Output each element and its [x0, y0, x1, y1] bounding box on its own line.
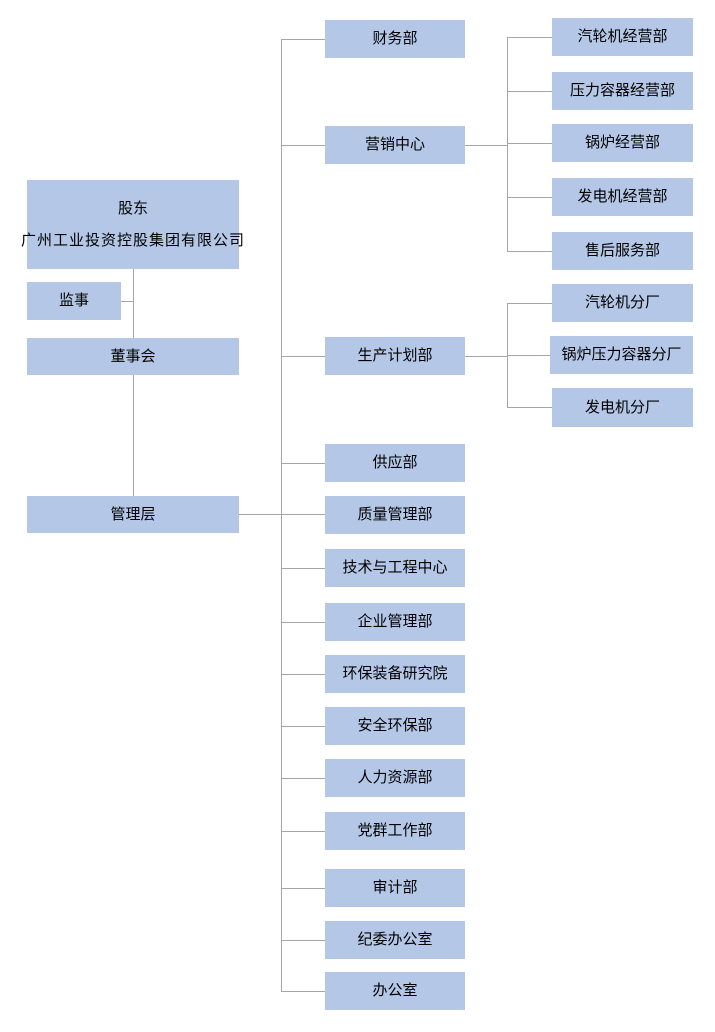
connector-stub-technology	[281, 568, 325, 569]
connector-stub-pressure-vessel-business	[507, 91, 552, 92]
node-steam-turbine-branch-factory: 汽轮机分厂	[552, 284, 693, 322]
shareholder-company-name: 广州工业投资控股集团有限公司	[21, 231, 246, 249]
node-production-planning-dept: 生产计划部	[325, 337, 465, 375]
connector-marketing-right	[465, 145, 507, 146]
pressure-vessel-business-label: 压力容器经营部	[569, 82, 675, 99]
node-supply-dept: 供应部	[325, 444, 465, 482]
connector-management-spine	[239, 514, 325, 515]
node-marketing-center: 营销中心	[325, 126, 465, 164]
connector-stub-generator-business	[507, 197, 552, 198]
connector-stub-boiler-business	[507, 143, 552, 144]
enterprise-management-label: 企业管理部	[357, 613, 433, 630]
node-generator-branch-factory: 发电机分厂	[552, 388, 693, 427]
node-board-of-directors: 董事会	[27, 338, 239, 375]
connector-board-management	[133, 375, 134, 496]
party-mass-work-label: 党群工作部	[357, 822, 433, 839]
connector-supervisor-stub	[121, 301, 133, 302]
general-office-label: 办公室	[372, 982, 418, 999]
node-finance-dept: 财务部	[325, 20, 465, 58]
connector-stub-audit	[281, 888, 325, 889]
connector-stub-after-sales	[507, 251, 552, 252]
after-sales-service-label: 售后服务部	[584, 242, 660, 259]
connector-stub-finance	[281, 39, 325, 40]
marketing-center-label: 营销中心	[364, 136, 425, 153]
management-label: 管理层	[110, 505, 156, 523]
node-human-resources-dept: 人力资源部	[325, 759, 465, 797]
human-resources-label: 人力资源部	[357, 769, 433, 786]
supervisor-label: 监事	[58, 292, 89, 309]
connector-stub-party	[281, 831, 325, 832]
connector-stub-supply	[281, 463, 325, 464]
connector-shareholder-board	[133, 269, 134, 338]
boiler-business-label: 锅炉经营部	[584, 134, 660, 151]
node-after-sales-service-dept: 售后服务部	[552, 232, 693, 270]
connector-middle-spine	[281, 39, 282, 992]
connector-right-spine-marketing	[507, 37, 508, 252]
node-enterprise-management-dept: 企业管理部	[325, 603, 465, 641]
connector-production-right	[465, 356, 507, 357]
production-planning-label: 生产计划部	[357, 347, 433, 364]
node-boiler-business-dept: 锅炉经营部	[552, 124, 693, 162]
audit-dept-label: 审计部	[372, 879, 418, 896]
connector-stub-steam-turbine-business	[507, 37, 552, 38]
node-shareholder: 股东 广州工业投资控股集团有限公司	[21, 180, 244, 269]
quality-management-label: 质量管理部	[357, 506, 433, 523]
connector-stub-enterprise	[281, 622, 325, 623]
generator-business-label: 发电机经营部	[577, 188, 668, 205]
node-party-mass-work-dept: 党群工作部	[325, 812, 465, 850]
board-label: 董事会	[110, 347, 156, 365]
connector-stub-discipline	[281, 940, 325, 941]
supply-dept-label: 供应部	[372, 454, 418, 471]
safety-environmental-label: 安全环保部	[357, 717, 433, 734]
technology-engineering-label: 技术与工程中心	[342, 559, 448, 576]
finance-dept-label: 财务部	[372, 30, 418, 47]
connector-stub-steam-turbine-branch	[507, 303, 552, 304]
steam-turbine-branch-label: 汽轮机分厂	[584, 294, 660, 311]
connector-stub-hr	[281, 778, 325, 779]
node-generator-business-dept: 发电机经营部	[552, 178, 693, 216]
generator-branch-label: 发电机分厂	[584, 398, 660, 416]
discipline-inspection-label: 纪委办公室	[357, 931, 433, 948]
node-general-office: 办公室	[325, 972, 465, 1010]
connector-stub-safety	[281, 726, 325, 727]
environmental-equipment-research-label: 环保装备研究院	[342, 665, 448, 682]
node-supervisor: 监事	[27, 282, 121, 320]
node-technology-engineering-center: 技术与工程中心	[325, 549, 465, 587]
node-management: 管理层	[27, 496, 239, 533]
node-steam-turbine-business-dept: 汽轮机经营部	[552, 18, 693, 56]
node-audit-dept: 审计部	[325, 869, 465, 907]
steam-turbine-business-label: 汽轮机经营部	[577, 28, 668, 45]
node-boiler-pressure-vessel-branch-factory: 锅炉压力容器分厂	[550, 336, 693, 374]
shareholder-title: 股东	[117, 199, 148, 217]
node-quality-management-dept: 质量管理部	[325, 496, 465, 534]
connector-stub-marketing	[281, 145, 325, 146]
node-discipline-inspection-office: 纪委办公室	[325, 921, 465, 959]
connector-stub-generator-branch	[507, 407, 552, 408]
node-pressure-vessel-business-dept: 压力容器经营部	[552, 72, 693, 110]
connector-stub-boiler-pressure-branch	[507, 355, 550, 356]
boiler-pressure-vessel-branch-label: 锅炉压力容器分厂	[561, 346, 682, 363]
connector-stub-office	[281, 991, 325, 992]
connector-stub-production-planning	[281, 356, 325, 357]
connector-stub-environmental-research	[281, 674, 325, 675]
node-environmental-equipment-research-institute: 环保装备研究院	[325, 655, 465, 693]
node-safety-environmental-dept: 安全环保部	[325, 707, 465, 745]
